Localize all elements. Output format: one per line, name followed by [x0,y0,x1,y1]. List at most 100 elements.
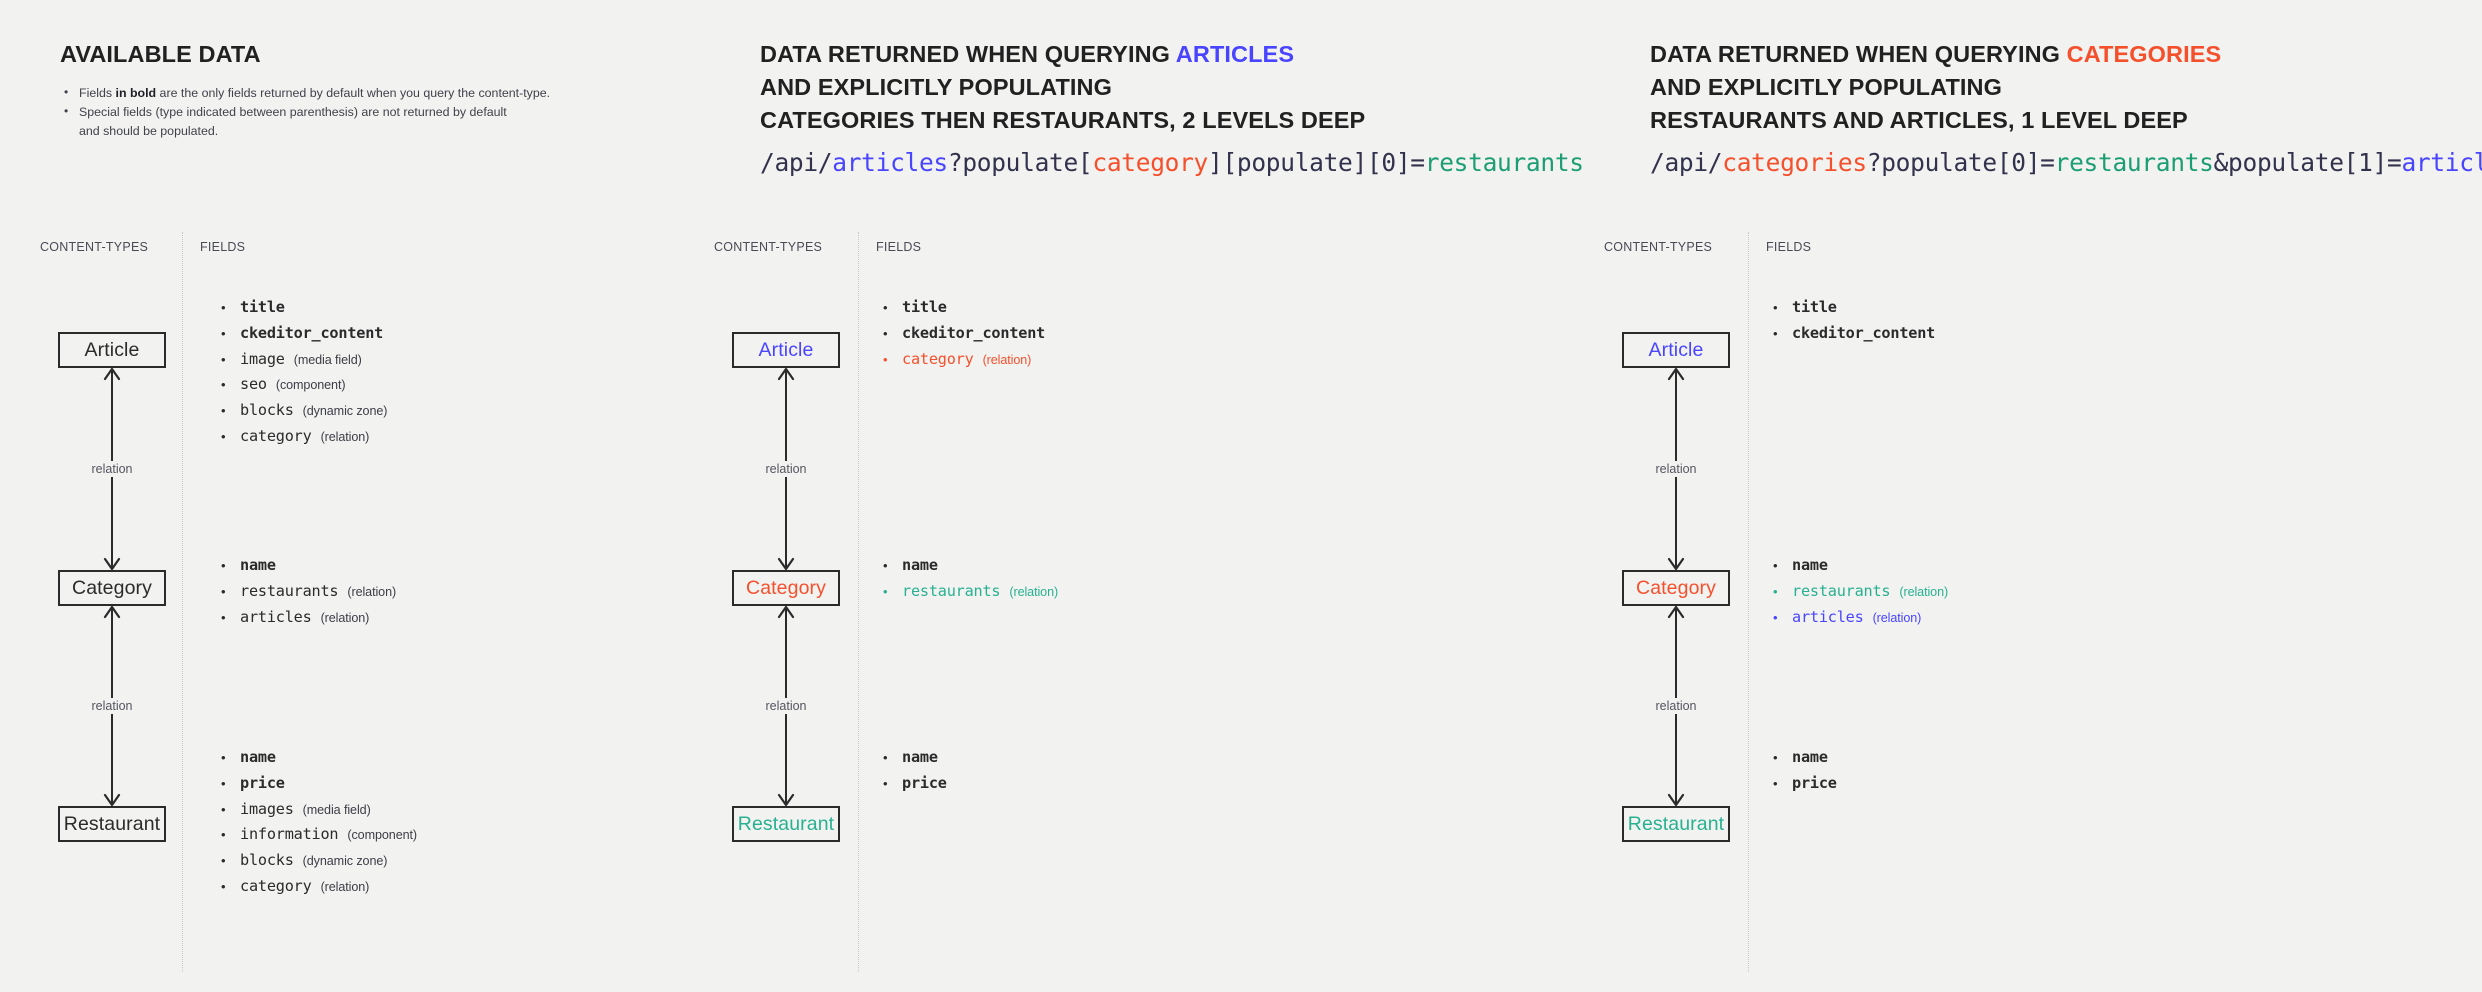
column-label-fields: FIELDS [876,240,922,254]
field-row: articles(relation) [1770,605,1948,631]
relation-label: relation [86,461,138,477]
field-row: title [880,295,1045,321]
field-row: blocks(dynamic zone) [218,398,387,424]
bold-emphasis: in bold [115,86,157,100]
column-divider [858,232,860,972]
content-type-box-category[interactable]: Category [58,570,166,606]
content-type-label: Category [1636,576,1716,599]
field-type: (relation) [1009,584,1059,599]
heading-text: AND EXPLICITLY POPULATING [760,74,1112,100]
field-row: restaurants (relation) [880,579,1058,605]
api-url: /api/articles?populate[category][populat… [760,148,1584,177]
url-segment: category [1092,148,1208,177]
field-name: ckeditor_content [1792,323,1936,342]
url-segment: ?populate[ [947,148,1093,177]
heading-line: DATA RETURNED WHEN QUERYING ARTICLES [760,38,1365,71]
relation-label: relation [760,698,812,714]
content-type-box-restaurant[interactable]: Restaurant [1622,806,1730,842]
column-label-fields: FIELDS [1766,240,1812,254]
field-type: (relation) [1872,610,1922,625]
relation-label: relation [86,698,138,714]
content-type-label: Article [1648,338,1704,361]
column-label-content-types: CONTENT-TYPES [1604,240,1713,254]
field-row: category(relation) [218,424,387,450]
field-name: image [240,349,285,368]
content-type-label: Article [84,338,140,361]
field-list-group: name restaurants (relation) [880,553,1058,605]
content-type-box-article[interactable]: Article [1622,332,1730,368]
field-row: category(relation) [880,347,1045,373]
field-row: name [880,745,947,771]
field-list-group: name priceimages(media field)information(… [218,745,417,900]
field-row: images(media field) [218,797,417,823]
content-type-box-restaurant[interactable]: Restaurant [58,806,166,842]
field-name: title [902,298,947,316]
field-name: seo [240,375,267,394]
field-name: blocks [240,851,294,870]
field-name: restaurants [1792,581,1891,600]
field-row: name [218,745,417,771]
field-row: information(component) [218,822,417,848]
field-name: name [240,556,276,574]
field-type: (relation) [320,879,370,894]
url-segment: &populate[1]= [2213,148,2402,177]
url-segment: ][populate][0]= [1208,148,1425,177]
field-row: name [1770,553,1948,579]
content-type-label: Restaurant [737,812,835,835]
field-row: blocks(dynamic zone) [218,848,417,874]
field-name: ckeditor_content [240,323,384,342]
field-name: name [1792,748,1828,766]
field-row: price [1770,771,1837,797]
field-row: ckeditor_content [218,321,387,347]
field-name: title [1792,298,1837,316]
heading-line: AND EXPLICITLY POPULATING [1650,71,2221,104]
content-type-box-category[interactable]: Category [732,570,840,606]
intro-bullet: Special fields (type indicated between p… [62,102,622,122]
content-type-box-restaurant[interactable]: Restaurant [732,806,840,842]
content-type-box-category[interactable]: Category [1622,570,1730,606]
field-name: restaurants [902,581,1001,600]
content-type-label: Restaurant [63,812,161,835]
field-list-group: namerestaurants(relation)articles(relati… [218,553,396,630]
field-name: ckeditor_content [902,323,1046,342]
heading-text: AND EXPLICITLY POPULATING [1650,74,2002,100]
url-segment: categories [1722,148,1867,177]
field-type: (relation) [320,429,370,444]
panel-query-articles: DATA RETURNED WHEN QUERYING ARTICLES AND … [700,0,1584,992]
field-row: price [880,771,947,797]
field-row: price [218,771,417,797]
heading-line: AND EXPLICITLY POPULATING [760,71,1365,104]
field-row: category(relation) [218,874,417,900]
panel-heading: AVAILABLE DATA [60,38,261,71]
field-row: image(media field) [218,347,387,373]
field-list-group: name price [1770,745,1837,797]
field-row: ckeditor_content [1770,321,1935,347]
field-type: (relation) [320,610,370,625]
field-row: title [1770,295,1935,321]
field-type: (component) [347,828,417,843]
field-name: name [240,748,276,766]
relation-label: relation [760,461,812,477]
heading-text: RESTAURANTS AND ARTICLES, 1 LEVEL DEEP [1650,107,2188,133]
intro-bullets: Fields in bold are the only fields retur… [62,83,622,141]
url-segment: restaurants [1424,148,1584,177]
field-name: name [902,556,938,574]
relation-label: relation [1650,461,1702,477]
content-type-box-article[interactable]: Article [58,332,166,368]
content-type-box-article[interactable]: Article [732,332,840,368]
field-type: (component) [275,378,346,393]
url-segment: articles [832,148,948,177]
field-list-group: title ckeditor_content category(relation) [880,295,1045,372]
field-row: name [218,553,396,579]
relation-label: relation [1650,698,1702,714]
field-name: name [902,748,938,766]
field-type: (relation) [1899,584,1949,599]
intro-bullet: and should be populated. [79,124,219,138]
heading-accent-categories: CATEGORIES [2066,41,2222,67]
field-row: ckeditor_content [880,321,1045,347]
heading-text: DATA RETURNED WHEN QUERYING [760,41,1176,67]
field-list-group: title ckeditor_content [1770,295,1935,347]
field-row: title [218,295,387,321]
content-type-label: Category [746,576,826,599]
